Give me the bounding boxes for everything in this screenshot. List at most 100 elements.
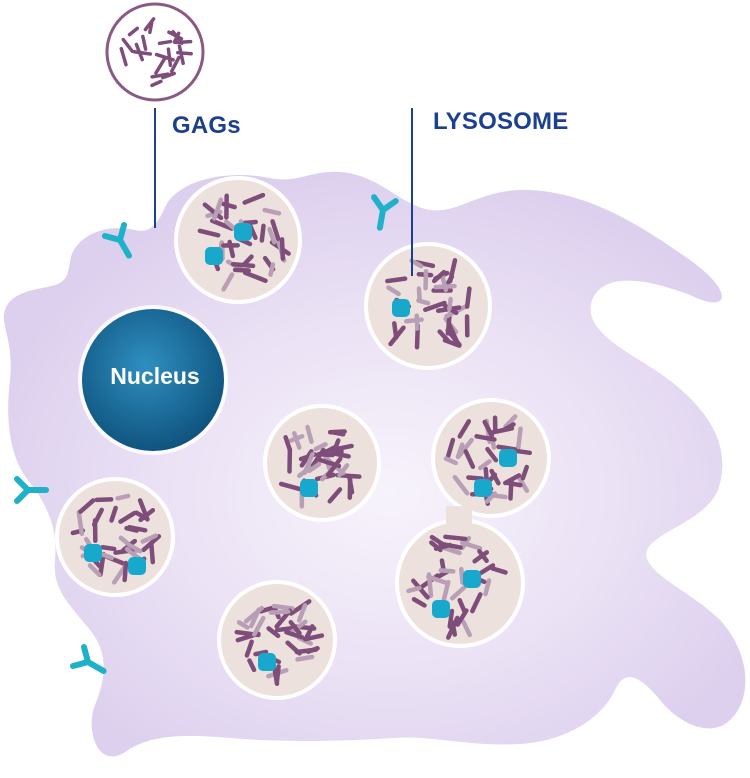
gag-rod-icon bbox=[157, 39, 173, 46]
gag-rod-icon bbox=[416, 298, 431, 306]
gag-rod-icon bbox=[455, 442, 465, 460]
lysosome bbox=[217, 580, 337, 700]
enzyme-square-icon bbox=[300, 479, 318, 497]
gag-rod-icon bbox=[140, 533, 158, 544]
gag-rod-icon bbox=[221, 272, 235, 292]
gag-rod-icon bbox=[431, 269, 447, 284]
gag-rod-icon bbox=[267, 226, 277, 245]
gag-rod-icon bbox=[169, 55, 181, 74]
gag-rod-icon bbox=[302, 633, 325, 642]
gag-rod-icon bbox=[438, 568, 456, 574]
gag-rod-icon bbox=[87, 563, 102, 578]
gag-rod-icon bbox=[520, 464, 529, 481]
gag-rod-icon bbox=[327, 487, 343, 504]
gag-rod-icon bbox=[478, 459, 492, 471]
gag-rod-icon bbox=[460, 619, 472, 638]
gag-rod-icon bbox=[447, 258, 458, 284]
gag-rod-icon bbox=[126, 542, 143, 554]
gag-rod-icon bbox=[460, 536, 472, 551]
gag-rod-icon bbox=[242, 270, 268, 283]
gag-rod-icon bbox=[141, 34, 148, 51]
gag-rod-icon bbox=[325, 456, 343, 478]
gag-rod-icon bbox=[292, 431, 302, 450]
gag-rod-icon bbox=[508, 478, 514, 501]
gag-rod-icon bbox=[283, 435, 293, 453]
enzyme-square-icon bbox=[499, 449, 517, 467]
y-receptor-icon bbox=[14, 476, 49, 504]
gag-rod-icon bbox=[259, 223, 266, 243]
gag-rod-icon bbox=[295, 654, 315, 662]
gag-rod-icon bbox=[330, 438, 341, 458]
gag-rod-icon bbox=[247, 658, 257, 673]
gag-rod-icon bbox=[489, 468, 501, 486]
gag-rod-icon bbox=[437, 329, 451, 343]
gag-rod-icon bbox=[197, 228, 221, 238]
gag-rod-icon bbox=[447, 323, 461, 347]
gag-rod-icon bbox=[516, 474, 530, 493]
gag-rod-icon bbox=[445, 437, 456, 459]
gag-rod-icon bbox=[242, 219, 258, 226]
y-receptor-icon bbox=[69, 643, 107, 674]
gag-rod-icon bbox=[409, 258, 424, 269]
gag-rod-icon bbox=[457, 419, 472, 439]
gag-rod-icon bbox=[406, 585, 422, 594]
gag-rod-icon bbox=[288, 619, 302, 636]
gag-rod-icon bbox=[266, 626, 281, 639]
gag-rod-icon bbox=[98, 551, 106, 577]
gag-rod-icon bbox=[271, 603, 295, 611]
gag-rod-icon bbox=[270, 219, 281, 241]
gag-rod-icon bbox=[313, 442, 328, 452]
gag-rod-icon bbox=[274, 626, 294, 633]
gag-rod-icon bbox=[426, 574, 450, 586]
gag-rod-icon bbox=[115, 493, 131, 501]
gag-rod-icon bbox=[78, 498, 96, 514]
receptor-group bbox=[14, 194, 399, 674]
gag-rod-icon bbox=[174, 39, 193, 45]
gag-rod-icon bbox=[122, 560, 129, 583]
gag-rod-icon bbox=[443, 456, 458, 466]
gag-rod-icon bbox=[411, 597, 427, 608]
gag-rod-icon bbox=[274, 664, 281, 685]
enzyme-square-icon bbox=[463, 570, 481, 588]
lysosome bbox=[364, 242, 492, 370]
gag-rod-icon bbox=[457, 597, 468, 615]
gag-rod-icon bbox=[154, 56, 167, 75]
gag-rod-icon bbox=[459, 566, 465, 585]
gag-rod-icon bbox=[388, 325, 406, 347]
gag-rod-icon bbox=[109, 505, 118, 523]
gag-rod-icon bbox=[127, 26, 140, 37]
gag-rod-icon bbox=[242, 192, 266, 205]
gag-rod-icon bbox=[484, 491, 498, 504]
gag-rod-icon bbox=[268, 609, 291, 615]
gag-rod-icon bbox=[253, 649, 269, 657]
y-receptor-icon bbox=[371, 194, 399, 231]
gag-rod-icon bbox=[149, 543, 156, 565]
gag-rod-icon bbox=[447, 296, 453, 312]
gag-rod-icon bbox=[306, 461, 322, 474]
lysosome bbox=[55, 477, 175, 597]
nucleus bbox=[78, 305, 228, 455]
lysosome bbox=[431, 398, 551, 518]
gag-rod-icon bbox=[137, 498, 150, 522]
gag-rod-icon bbox=[423, 300, 447, 312]
lysosome bbox=[174, 176, 302, 304]
gag-rod-icon bbox=[433, 542, 453, 551]
enzyme-square-icon bbox=[234, 223, 252, 241]
gag-rod-icon bbox=[76, 510, 85, 536]
enzyme-square-icon bbox=[128, 557, 146, 575]
gag-rod-icon bbox=[302, 452, 315, 476]
gag-rod-icon bbox=[503, 414, 518, 429]
gag-rod-icon bbox=[243, 605, 265, 624]
gag-rod-icon bbox=[154, 52, 175, 62]
gag-rod-icon bbox=[252, 615, 266, 637]
gag-rod-icon bbox=[474, 434, 497, 442]
gag-rod-icon bbox=[483, 578, 492, 597]
gag-rod-icon bbox=[121, 37, 134, 53]
gag-rod-icon bbox=[294, 647, 319, 655]
lysosome bbox=[395, 518, 525, 648]
gag-rod-icon bbox=[443, 534, 468, 542]
gag-rod-icon bbox=[466, 475, 485, 481]
gag-rod-icon bbox=[483, 466, 489, 482]
gag-rod-icon bbox=[447, 608, 455, 629]
gag-rod-icon bbox=[119, 46, 128, 67]
